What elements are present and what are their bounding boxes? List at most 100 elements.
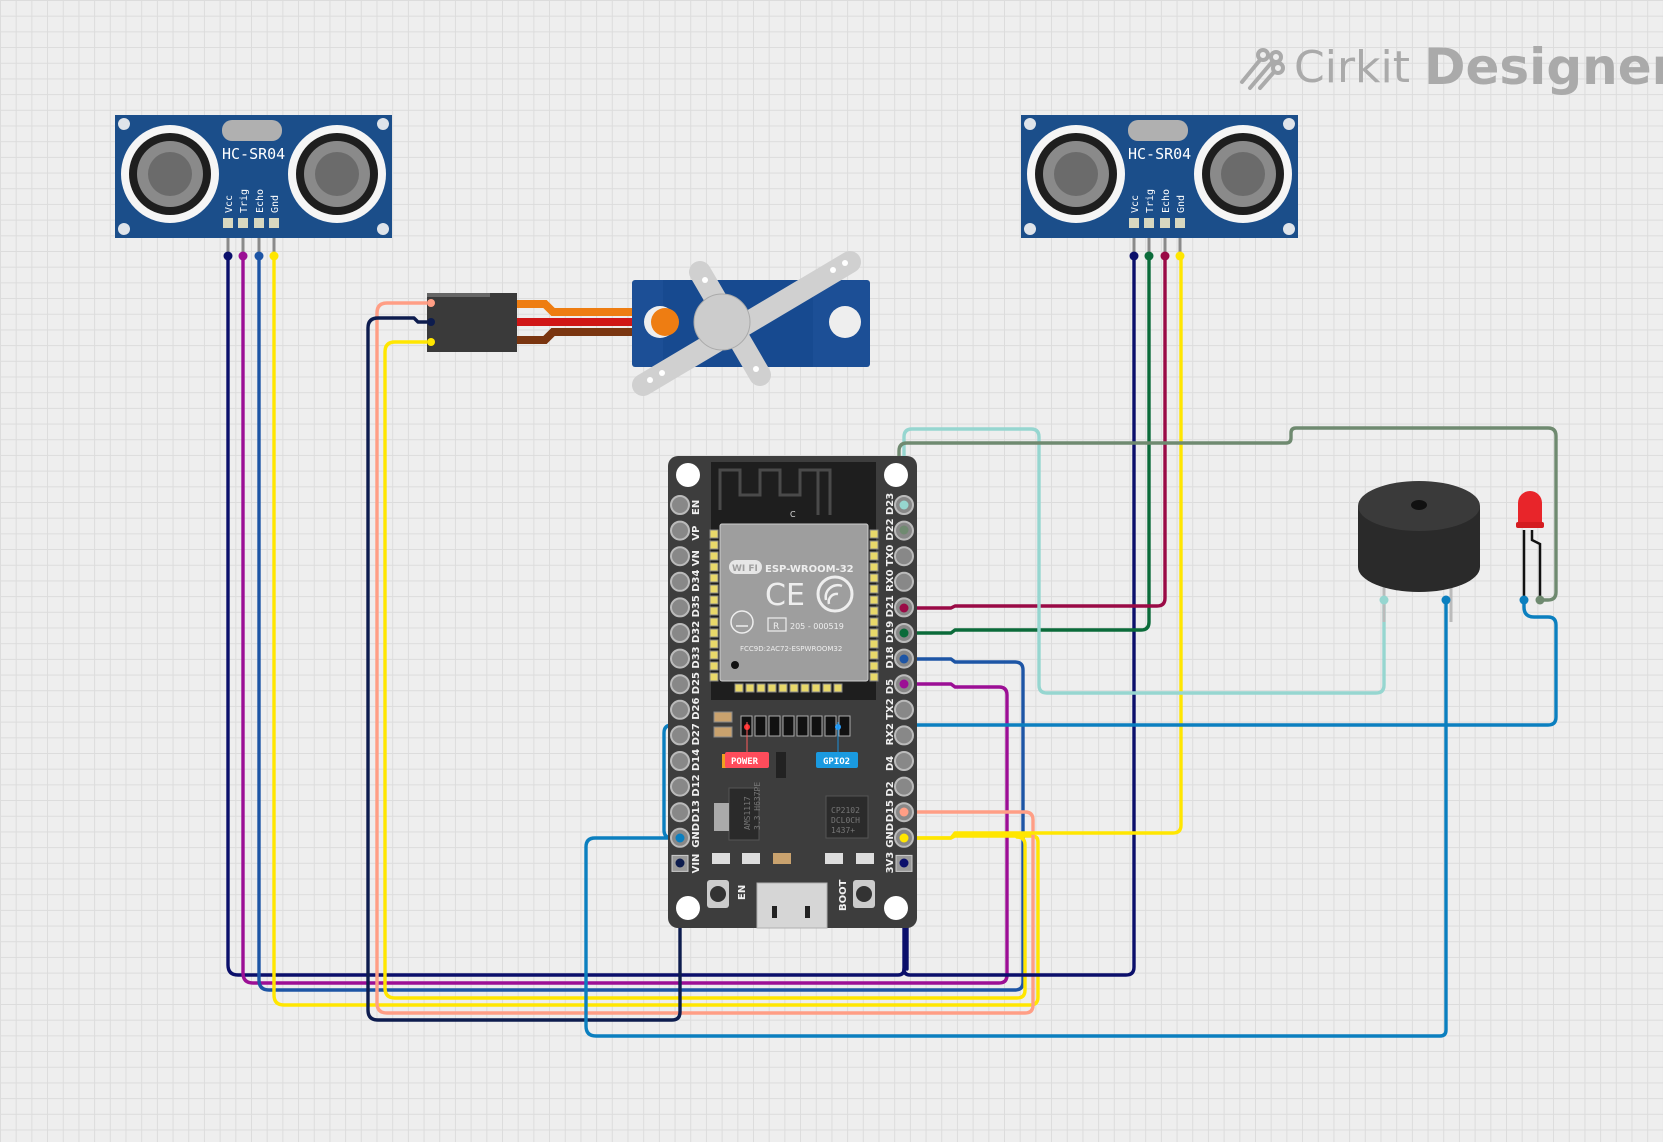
wire-led-cathode[interactable] — [662, 598, 1558, 840]
pin-trig[interactable] — [238, 218, 248, 228]
servo-horn[interactable] — [632, 251, 861, 396]
pin-left-en[interactable]: EN — [670, 495, 702, 515]
module-pad — [734, 683, 744, 693]
mount-hole — [1024, 223, 1036, 235]
pin-left-vn[interactable]: VN — [670, 546, 702, 567]
wire-endpoint[interactable] — [899, 525, 909, 535]
pin-right-tx0[interactable]: TX0 — [885, 545, 914, 567]
wire-endpoint[interactable] — [675, 833, 685, 843]
wire-servo-signal[interactable] — [375, 301, 1035, 1015]
pin-left-d26[interactable]: D26 — [670, 698, 702, 720]
pin-dot-trig[interactable] — [1144, 251, 1154, 261]
pin-left-d12[interactable]: D12 — [670, 774, 702, 797]
pin-left-d13[interactable]: D13 — [670, 800, 702, 823]
led-pin-cathode[interactable] — [1519, 595, 1529, 605]
wire-right-sensor-trig[interactable] — [902, 254, 1151, 635]
pin-dot-echo[interactable] — [254, 251, 264, 261]
wire-buzzer-gnd[interactable] — [584, 598, 1448, 1038]
module-pad — [709, 573, 719, 583]
pin-dot-trig[interactable] — [238, 251, 248, 261]
pin-left-d25[interactable]: D25 — [670, 672, 702, 695]
module-pad — [869, 529, 879, 539]
smd-components: AMS1117 3.3 H637PE CP2102 DCL0CH 1437+ — [712, 711, 874, 864]
wire-left-sensor-echo[interactable] — [257, 254, 1025, 992]
pin-label: D12 — [691, 774, 702, 796]
servo-pin-signal[interactable] — [427, 299, 435, 307]
usb-port[interactable] — [756, 882, 828, 929]
servo-pin-gnd[interactable] — [427, 338, 435, 346]
wire-endpoint[interactable] — [899, 807, 909, 817]
pin-dot-vcc[interactable] — [1129, 251, 1139, 261]
wire-servo-gnd[interactable] — [383, 340, 1027, 1000]
pin-right-d2[interactable]: D2 — [885, 776, 914, 797]
wire-led-anode[interactable] — [897, 426, 1558, 602]
wire-endpoint[interactable] — [899, 679, 909, 689]
buzzer-pin-2[interactable] — [1441, 595, 1451, 605]
pin-left-d34[interactable]: D34 — [670, 570, 702, 592]
pin-label: VP — [691, 526, 702, 541]
pin-gnd[interactable] — [1175, 218, 1185, 228]
pin-left-d27[interactable]: D27 — [670, 723, 702, 746]
esp32-board[interactable]: C WI FI ESP-WROOM-32 CE R 205 - 000519 F… — [668, 456, 917, 929]
servo-pin-vcc[interactable] — [427, 318, 435, 326]
usb-chip-text-1: CP2102 — [831, 806, 860, 815]
mount-hole — [118, 118, 130, 130]
usb-chip-text-2: DCL0CH — [831, 816, 860, 825]
pin-echo[interactable] — [1160, 218, 1170, 228]
wire-right-sensor-vcc[interactable] — [902, 254, 1136, 977]
ultrasonic-sensor-right[interactable]: HC-SR04 Vcc Trig Echo Gnd — [1021, 115, 1298, 261]
pin-dot-echo[interactable] — [1160, 251, 1170, 261]
pin-trig[interactable] — [1144, 218, 1154, 228]
wire-buzzer-signal[interactable] — [902, 427, 1386, 695]
pin-label-gnd: Gnd — [1176, 195, 1187, 213]
wire-endpoint[interactable] — [899, 628, 909, 638]
led-pin-anode[interactable] — [1535, 595, 1545, 605]
pin-right-tx2[interactable]: TX2 — [885, 698, 914, 720]
pin-label: VIN — [691, 854, 702, 874]
boot-button[interactable] — [853, 880, 875, 908]
wire-endpoint[interactable] — [899, 654, 909, 664]
wire-right-sensor-echo[interactable] — [902, 254, 1167, 610]
power-led-label — [725, 752, 769, 768]
pin-left-d32[interactable]: D32 — [670, 621, 702, 643]
wire-endpoint[interactable] — [675, 858, 685, 868]
pin-right-rx0[interactable]: RX0 — [885, 569, 914, 592]
led-rim — [1516, 522, 1544, 528]
ultrasonic-sensor-left[interactable]: HC-SR04 Vcc Trig Echo Gnd — [115, 115, 392, 261]
pin-gnd[interactable] — [269, 218, 279, 228]
pin-label-trig: Trig — [1145, 189, 1156, 213]
pin-left-d33[interactable]: D33 — [670, 646, 702, 669]
en-button[interactable] — [707, 880, 729, 908]
piezo-buzzer[interactable] — [1358, 481, 1480, 622]
pin-label: D23 — [885, 493, 896, 515]
pin-dot-gnd[interactable] — [1175, 251, 1185, 261]
wire-servo-vcc[interactable] — [366, 316, 682, 1022]
transducer-right — [1194, 125, 1292, 223]
wire-endpoint[interactable] — [899, 500, 909, 510]
power-led-text: POWER — [731, 757, 759, 767]
pin-vcc[interactable] — [223, 218, 233, 228]
servo-mount-hole — [829, 306, 861, 338]
red-led[interactable] — [1516, 491, 1545, 605]
servo-motor[interactable] — [427, 251, 870, 396]
pin-label-vcc: Vcc — [1130, 195, 1141, 213]
pin-vcc[interactable] — [1129, 218, 1139, 228]
module-pad — [869, 650, 879, 660]
wire-endpoint[interactable] — [899, 603, 909, 613]
wire-left-sensor-trig[interactable] — [241, 254, 1009, 985]
pin-dot-gnd[interactable] — [269, 251, 279, 261]
module-pad — [869, 661, 879, 671]
wire-endpoint[interactable] — [899, 858, 909, 868]
buzzer-pin-1[interactable] — [1379, 595, 1389, 605]
pin-right-d4[interactable]: D4 — [885, 751, 914, 771]
pin-right-rx2[interactable]: RX2 — [885, 723, 914, 746]
wire-endpoint[interactable] — [899, 833, 909, 843]
en-button-label: EN — [737, 885, 748, 900]
pin-echo[interactable] — [254, 218, 264, 228]
pin-dot-vcc[interactable] — [223, 251, 233, 261]
pin-left-d14[interactable]: D14 — [670, 749, 702, 771]
wire-right-sensor-gnd[interactable] — [902, 254, 1183, 840]
pin-left-vp[interactable]: VP — [670, 520, 702, 541]
pin-left-d35[interactable]: D35 — [670, 595, 702, 618]
